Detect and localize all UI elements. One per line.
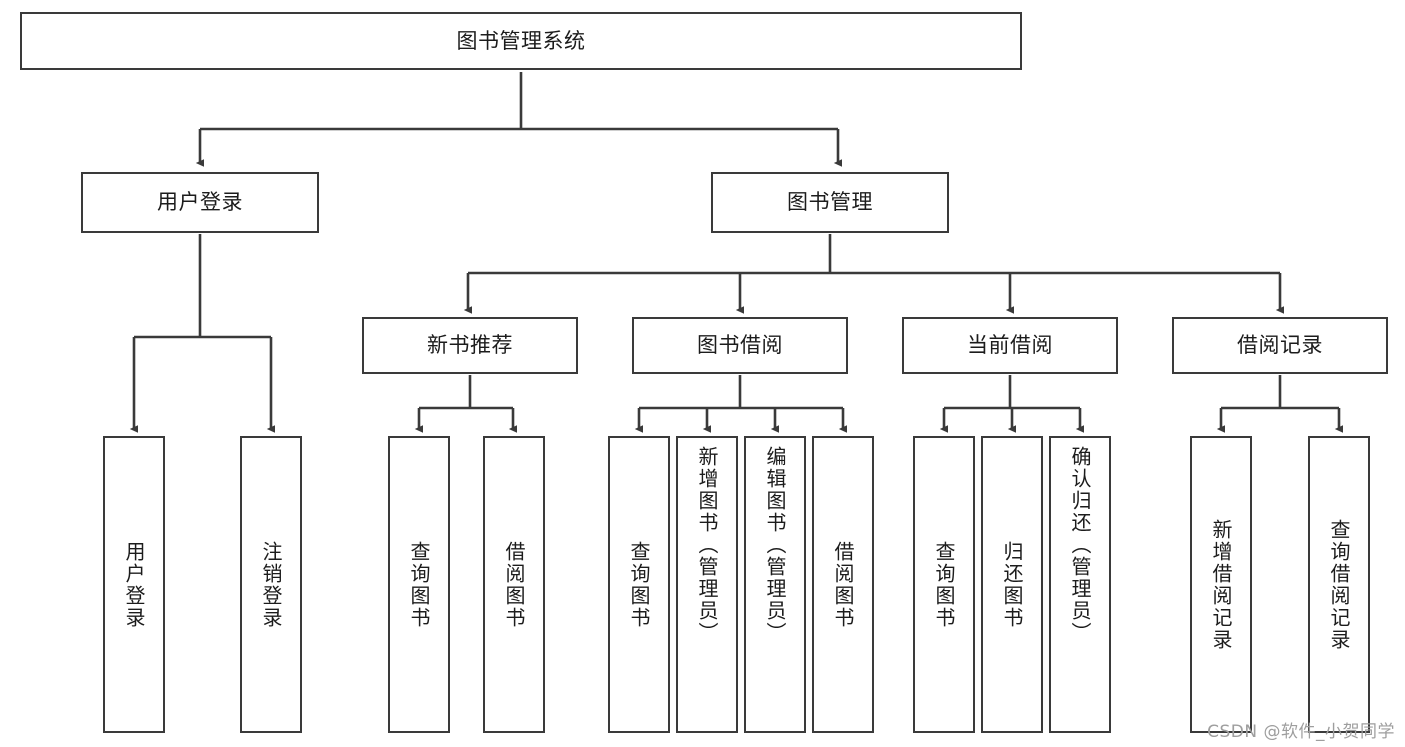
node-label: 查询借阅记录 [1327, 518, 1351, 651]
node-label: 当前借阅 [967, 333, 1053, 358]
node-label: 借阅图书 [831, 540, 855, 629]
node-book-management[interactable]: 图书管理 [711, 172, 949, 233]
node-label: 注销登录 [259, 540, 283, 629]
node-leaf-edit-book-admin[interactable]: 编辑图书（管理员） [744, 436, 806, 733]
node-user-login[interactable]: 用户登录 [81, 172, 319, 233]
node-leaf-confirm-return-admin[interactable]: 确认归还（管理员） [1049, 436, 1111, 733]
node-label: 图书管理 [787, 190, 873, 215]
node-label: 用户登录 [122, 540, 146, 629]
node-borrow-record[interactable]: 借阅记录 [1172, 317, 1388, 374]
node-label: 查询图书 [407, 540, 431, 629]
node-label: 归还图书 [1000, 540, 1024, 629]
node-label: 查询图书 [627, 540, 651, 629]
node-leaf-add-book-admin[interactable]: 新增图书（管理员） [676, 436, 738, 733]
node-label: 新增图书（管理员） [695, 446, 719, 644]
node-label: 图书借阅 [697, 333, 783, 358]
node-label: 新增借阅记录 [1209, 518, 1233, 651]
node-label: 编辑图书（管理员） [763, 446, 787, 644]
node-leaf-logout[interactable]: 注销登录 [240, 436, 302, 733]
node-leaf-borrow-book-new[interactable]: 借阅图书 [483, 436, 545, 733]
node-label: 借阅记录 [1237, 333, 1323, 358]
node-label: 确认归还（管理员） [1068, 446, 1092, 644]
node-new-book-recommend[interactable]: 新书推荐 [362, 317, 578, 374]
node-label: 用户登录 [157, 190, 243, 215]
node-leaf-user-login[interactable]: 用户登录 [103, 436, 165, 733]
watermark-text: CSDN @软件_小贺同学 [1207, 722, 1395, 742]
node-label: 借阅图书 [502, 540, 526, 629]
node-current-borrow[interactable]: 当前借阅 [902, 317, 1118, 374]
node-leaf-query-borrow-record[interactable]: 查询借阅记录 [1308, 436, 1370, 733]
node-leaf-query-book-current[interactable]: 查询图书 [913, 436, 975, 733]
node-leaf-query-book-borrow[interactable]: 查询图书 [608, 436, 670, 733]
node-label: 新书推荐 [427, 333, 513, 358]
node-leaf-borrow-book[interactable]: 借阅图书 [812, 436, 874, 733]
node-leaf-query-book-new[interactable]: 查询图书 [388, 436, 450, 733]
node-leaf-add-borrow-record[interactable]: 新增借阅记录 [1190, 436, 1252, 733]
node-book-borrow[interactable]: 图书借阅 [632, 317, 848, 374]
node-label: 图书管理系统 [456, 28, 586, 53]
node-leaf-return-book[interactable]: 归还图书 [981, 436, 1043, 733]
node-label: 查询图书 [932, 540, 956, 629]
node-root-system[interactable]: 图书管理系统 [20, 12, 1022, 70]
